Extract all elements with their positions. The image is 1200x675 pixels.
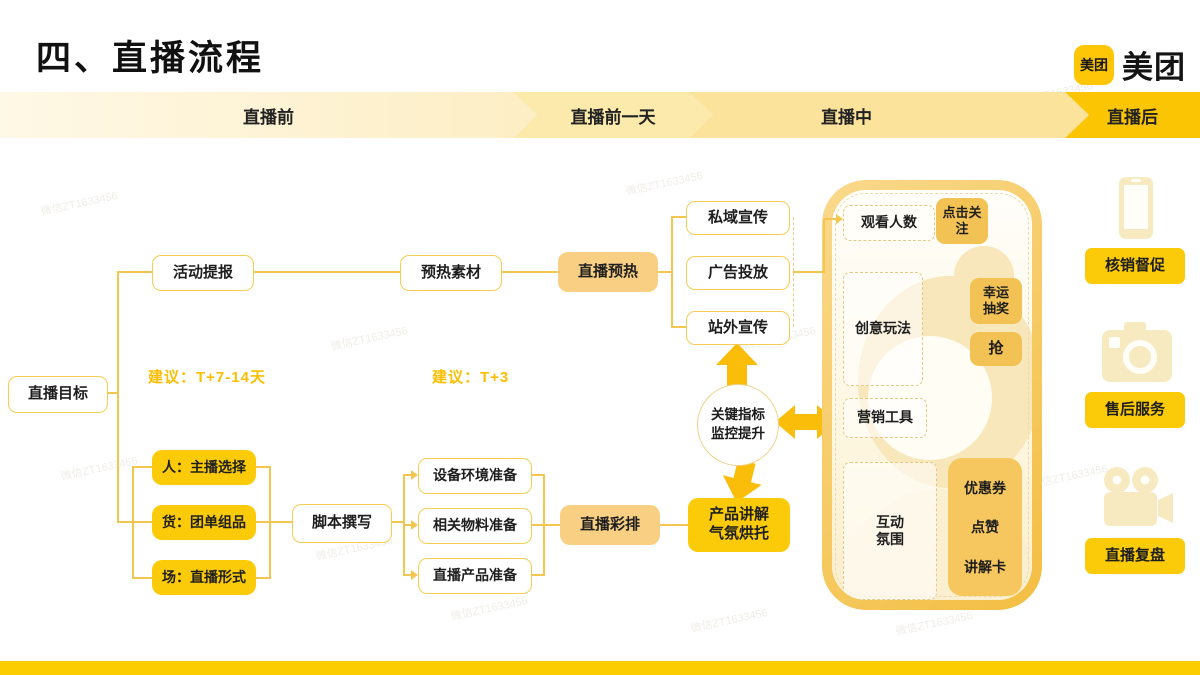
node-product-explain-line1: 产品讲解 — [708, 506, 769, 524]
connector — [390, 521, 404, 523]
creative-play-box: 创意玩法 — [843, 272, 923, 386]
connector — [672, 216, 686, 218]
node-ad-placement: 广告投放 — [686, 256, 790, 290]
explain-card-label: 讲解卡 — [964, 558, 1006, 575]
node-script-writing: 脚本撰写 — [292, 504, 392, 543]
timeline-phase-label: 直播前 — [243, 107, 294, 127]
connector — [530, 574, 544, 576]
marketing-actions-column: 优惠券 点赞 讲解卡 — [948, 458, 1022, 596]
interaction-label: 互动氛围 — [876, 513, 904, 548]
lucky-draw-button: 幸运抽奖 — [970, 278, 1022, 324]
connector — [823, 219, 825, 273]
node-external-promo: 站外宣传 — [686, 311, 790, 345]
follow-button: 点击关注 — [936, 198, 988, 244]
connector — [133, 577, 152, 579]
connector — [256, 466, 270, 468]
video-camera-icon — [1104, 467, 1173, 526]
connector — [672, 326, 686, 328]
watermark-text: 微信ZT1633456 — [624, 169, 704, 198]
node-warmup-material: 预热素材 — [400, 255, 502, 291]
arrowhead-icon — [836, 214, 843, 224]
like-label: 点赞 — [971, 519, 999, 535]
timeline-phase-during: 直播中 — [689, 92, 1089, 138]
phone-icon — [1119, 177, 1153, 239]
lucky-draw-label: 幸运抽奖 — [982, 284, 1009, 316]
meituan-brand-text: 美团 — [1122, 50, 1186, 85]
connector — [118, 271, 152, 273]
arrowhead-icon — [411, 520, 418, 530]
suggest-t3: 建议：T+3 — [432, 369, 510, 386]
meituan-logo: 美团 美团 — [1074, 42, 1186, 87]
node-kpi-line2: 监控提升 — [711, 426, 765, 441]
camera-icon — [1102, 322, 1172, 382]
timeline-phase-label: 直播中 — [821, 107, 872, 127]
connector — [658, 271, 672, 273]
node-person-anchor: 人：主播选择 — [152, 450, 256, 485]
live-room-screen: 观看人数 点击关注 创意玩法 幸运抽奖 抢 营销工具 互动氛围 优惠券 点赞 讲… — [832, 190, 1032, 600]
watermark-text: 微信ZT1633456 — [39, 189, 119, 218]
timeline-phase-label: 直播后 — [1107, 107, 1158, 127]
connector — [530, 524, 544, 526]
grab-button: 抢 — [970, 332, 1022, 366]
timeline-phase-label: 直播前一天 — [570, 107, 656, 127]
connector — [671, 216, 673, 328]
connector — [256, 521, 270, 523]
interaction-box: 互动氛围 — [843, 462, 937, 600]
page-title: 四、直播流程 — [36, 39, 265, 78]
arrowhead-icon — [411, 570, 418, 580]
timeline-phase-before: 直播前 — [0, 92, 537, 138]
viewers-box: 观看人数 — [843, 205, 935, 241]
connector — [500, 271, 558, 273]
node-venue-format: 场：直播形式 — [152, 560, 256, 595]
connector — [544, 524, 560, 526]
node-private-promo: 私域宣传 — [686, 201, 790, 235]
watermark-text: 微信ZT1633456 — [329, 324, 409, 353]
node-equipment-prep: 设备环境准备 — [418, 458, 532, 494]
watermark-text: 微信ZT1633456 — [894, 609, 974, 638]
connector — [793, 271, 824, 273]
live-review-box: 直播复盘 — [1085, 538, 1185, 574]
connector — [404, 474, 414, 476]
connector — [404, 574, 414, 576]
node-live-warmup: 直播预热 — [558, 252, 658, 292]
node-product-explain-line2: 气氛烘托 — [708, 525, 769, 542]
footer-accent-bar — [0, 661, 1200, 675]
connector — [106, 392, 118, 394]
node-activity-report: 活动提报 — [152, 255, 254, 291]
node-product-explain: 产品讲解 气氛烘托 — [688, 498, 790, 552]
connector — [660, 524, 688, 526]
connector — [824, 218, 837, 220]
marketing-tools-box: 营销工具 — [843, 398, 927, 438]
connector — [270, 521, 292, 523]
connector — [530, 474, 544, 476]
node-rehearsal: 直播彩排 — [560, 505, 660, 545]
node-kpi-line1: 关键指标 — [711, 407, 765, 423]
coupon-label: 优惠券 — [964, 479, 1006, 496]
follow-label: 点击关注 — [942, 204, 982, 236]
live-room-panel: 观看人数 点击关注 创意玩法 幸运抽奖 抢 营销工具 互动氛围 优惠券 点赞 讲… — [822, 180, 1042, 610]
node-live-goal: 直播目标 — [8, 376, 108, 413]
watermark-text: 微信ZT1633456 — [59, 454, 139, 483]
after-sales-box: 售后服务 — [1085, 392, 1185, 428]
node-product-prep: 直播产品准备 — [418, 558, 532, 594]
node-kpi-monitor: 关键指标 监控提升 — [697, 384, 779, 466]
suggest-t7-14: 建议：T+7-14天 — [148, 369, 266, 386]
connector — [117, 271, 119, 523]
verification-box: 核销督促 — [1085, 248, 1185, 284]
meituan-logo-icon: 美团 — [1074, 44, 1114, 85]
watermark-text: 微信ZT1633456 — [689, 606, 769, 635]
connector — [404, 524, 414, 526]
node-supplies-prep: 相关物料准备 — [418, 508, 532, 544]
timeline-phase-day-before: 直播前一天 — [513, 92, 713, 138]
node-goods-bundle: 货：团单组品 — [152, 505, 256, 540]
connector — [252, 271, 400, 273]
arrowhead-icon — [411, 470, 418, 480]
connector — [133, 521, 152, 523]
connector — [133, 466, 152, 468]
connector — [118, 521, 134, 523]
connector — [256, 577, 270, 579]
watermark-text: 微信ZT1633456 — [449, 594, 529, 623]
